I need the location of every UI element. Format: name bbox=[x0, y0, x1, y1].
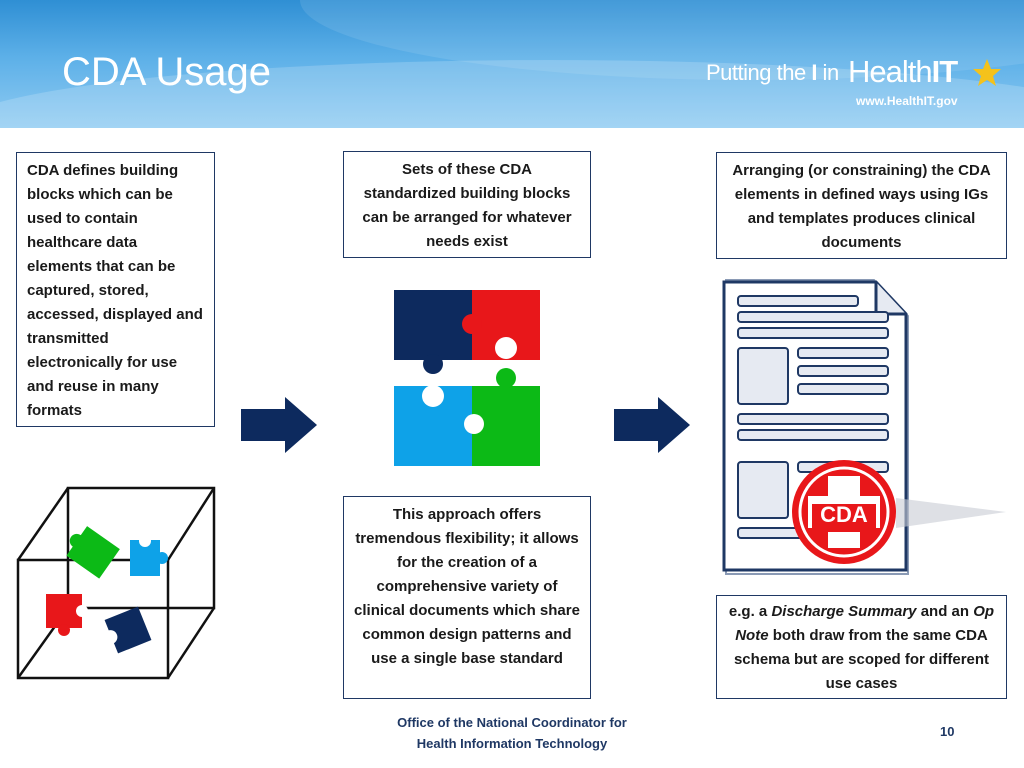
cube-puzzle-pieces-icon bbox=[16, 486, 216, 680]
logo-it-text: IT bbox=[931, 54, 959, 89]
arranging-box: Arranging (or constraining) the CDA elem… bbox=[716, 152, 1007, 259]
example-and: and an bbox=[916, 603, 974, 620]
header-banner: CDA Usage Putting the I in HealthIT www.… bbox=[0, 0, 1024, 128]
approach-box: This approach offers tremendous flexibil… bbox=[343, 496, 591, 699]
page-number: 10 bbox=[940, 724, 955, 739]
example-box: e.g. a Discharge Summary and an Op Note … bbox=[716, 595, 1007, 699]
example-discharge-summary: Discharge Summary bbox=[771, 603, 917, 620]
right-arrow-icon bbox=[614, 397, 690, 453]
sets-box: Sets of these CDA standardized building … bbox=[343, 151, 591, 258]
healthit-logo: Putting the I in HealthIT www.HealthIT.g… bbox=[706, 54, 1006, 114]
right-arrow-icon bbox=[241, 397, 317, 453]
logo-url: www.HealthIT.gov bbox=[856, 94, 958, 108]
assembled-puzzle-icon bbox=[394, 290, 540, 466]
footer-organization: Office of the National Coordinator for H… bbox=[362, 712, 662, 754]
logo-putting-text: Putting the bbox=[706, 60, 806, 85]
logo-tagline: Putting the I in bbox=[706, 60, 839, 86]
logo-health-text: Health bbox=[848, 54, 933, 89]
footer-line-2: Health Information Technology bbox=[416, 736, 608, 751]
logo-in-text: in bbox=[816, 60, 840, 85]
page-title: CDA Usage bbox=[62, 50, 271, 94]
example-suffix: both draw from the same CDA schema but a… bbox=[733, 627, 990, 692]
logo-i-text: I bbox=[811, 60, 817, 85]
star-icon bbox=[973, 59, 1001, 86]
footer-line-1: Office of the National Coordinator for bbox=[397, 715, 627, 730]
example-prefix: e.g. a bbox=[728, 603, 772, 620]
cda-badge-label: CDA bbox=[820, 502, 868, 527]
logo-healthit: HealthIT bbox=[848, 54, 959, 90]
clinical-document-icon bbox=[722, 279, 1006, 575]
example-op-note: Op Note bbox=[735, 603, 995, 644]
building-blocks-box: CDA defines building blocks which can be… bbox=[16, 152, 215, 427]
